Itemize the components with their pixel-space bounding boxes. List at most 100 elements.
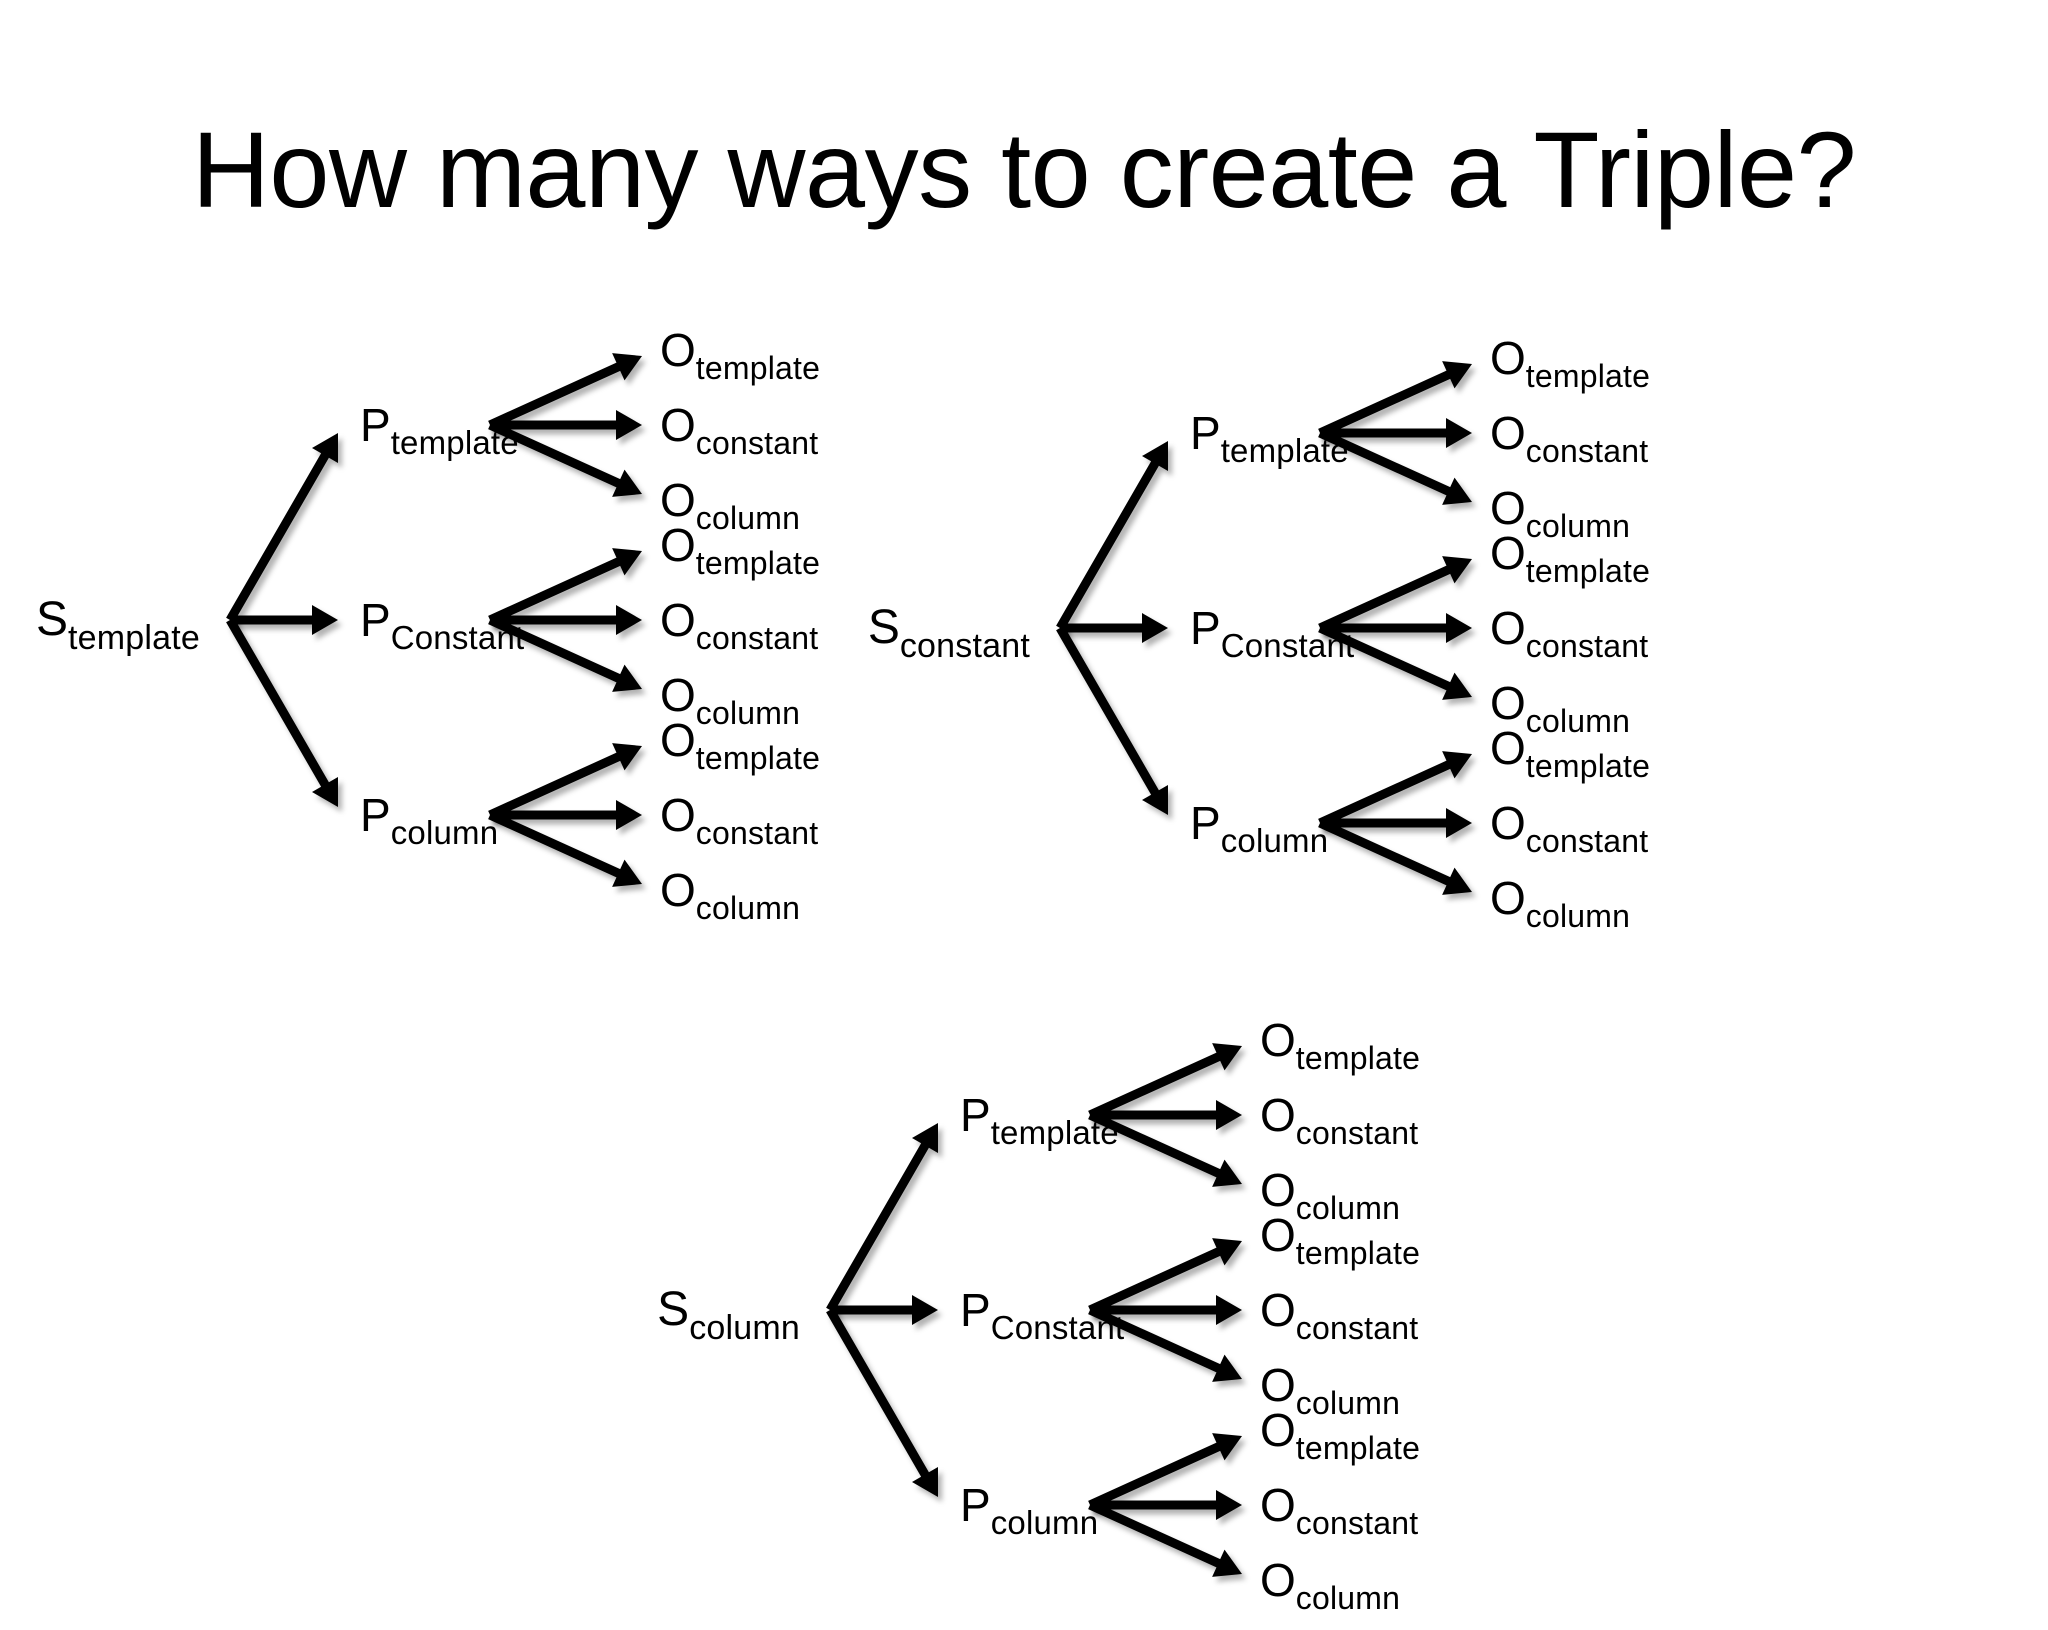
arrow-predicate-to-object-s-column-1-1-body [1090, 1295, 1242, 1325]
node-object-s-constant-0-0-subscript: template [1525, 358, 1651, 394]
slide-canvas: How many ways to create a Triple? Stempl… [35, 115, 1857, 1614]
arrow-predicate-to-object-s-column-2-1-body [1090, 1490, 1242, 1520]
arrow-predicate-to-object-s-template-2-2-body [488, 810, 642, 887]
node-object-s-template-1-1-base: O [660, 594, 696, 646]
arrow-predicate-to-object-s-template-1-2-body [488, 615, 642, 692]
node-object-s-constant-1-1-base: O [1490, 602, 1526, 654]
arrow-predicate-to-object-s-template-2-1-shadow [494, 805, 646, 835]
arrow-predicate-to-object-s-template-1-1-body [490, 605, 642, 635]
arrow-predicate-to-object-s-constant-1-0-shadow [1322, 561, 1476, 638]
node-predicate-s-template-0-base: P [360, 399, 391, 451]
node-object-s-column-2-0-base: O [1260, 1404, 1296, 1456]
node-object-s-template-1-2-subscript: column [695, 695, 801, 731]
arrow-subject-to-predicate-s-column-2-body [826, 1307, 938, 1497]
arrow-predicate-to-object-s-constant-1-0 [1318, 556, 1476, 638]
node-object-s-template-0-2-base: O [660, 474, 696, 526]
node-object-s-template-0-0: Otemplate [660, 327, 820, 384]
arrow-predicate-to-object-s-template-1-0 [488, 548, 646, 630]
node-object-s-template-2-0-subscript: template [695, 740, 821, 776]
node-object-s-template-2-0-base: O [660, 714, 696, 766]
node-object-s-column-1-2: Ocolumn [1260, 1362, 1400, 1419]
arrow-subject-to-predicate-s-column-0-body [826, 1123, 938, 1313]
node-predicate-s-column-2: Pcolumn [960, 1482, 1098, 1539]
node-object-s-constant-2-0: Otemplate [1490, 722, 1650, 782]
node-object-s-column-2-2-subscript: column [1295, 1580, 1401, 1616]
node-object-s-column-0-0: Otemplate [1260, 1014, 1420, 1074]
arrow-predicate-to-object-s-column-0-0-shadow [1092, 1048, 1246, 1125]
node-object-s-template-0-1-subscript: constant [695, 425, 819, 461]
node-object-s-constant-1-2-subscript: column [1525, 703, 1631, 739]
node-object-s-constant-0-0-base: O [1490, 332, 1526, 384]
node-object-s-column-0-0-base: O [1260, 1014, 1296, 1066]
arrow-predicate-to-object-s-template-2-0-body [488, 743, 642, 820]
node-predicate-s-template-0-subscript: template [390, 424, 519, 461]
arrow-predicate-to-object-s-template-2-2 [488, 810, 646, 892]
arrow-predicate-to-object-s-constant-0-2 [1318, 428, 1476, 510]
node-object-s-constant-2-2-base: O [1490, 872, 1526, 924]
arrow-predicate-to-object-s-constant-1-2-body [1318, 623, 1472, 700]
node-predicate-s-column-1: PConstant [960, 1287, 1124, 1344]
node-subject-s-column-base: S [657, 1283, 690, 1336]
arrow-subject-to-predicate-s-constant-0 [1056, 441, 1172, 636]
node-object-s-constant-1-2-base: O [1490, 677, 1526, 729]
node-predicate-s-template-2: Pcolumn [360, 789, 498, 849]
arrow-predicate-to-object-s-template-2-1 [490, 800, 646, 835]
node-object-s-column-2-0: Otemplate [1260, 1404, 1420, 1464]
arrow-predicate-to-object-s-template-1-2 [488, 615, 646, 697]
arrow-predicate-to-object-s-template-1-0-body [488, 548, 642, 625]
arrow-predicate-to-object-s-constant-0-1-body [1320, 418, 1472, 448]
node-object-s-constant-2-0-base: O [1490, 722, 1526, 774]
arrow-predicate-to-object-s-column-2-0-body [1088, 1433, 1242, 1510]
node-object-s-constant-1-0-base: O [1490, 527, 1526, 579]
node-object-s-constant-1-2: Ocolumn [1490, 677, 1630, 737]
node-object-s-constant-0-2-base: O [1490, 482, 1526, 534]
arrow-predicate-to-object-s-template-1-0-shadow [492, 553, 646, 630]
node-object-s-column-0-2-subscript: column [1295, 1190, 1401, 1226]
node-object-s-column-2-0-subscript: template [1295, 1430, 1421, 1466]
node-object-s-column-2-1-subscript: constant [1295, 1505, 1419, 1541]
node-subject-s-template-subscript: template [67, 619, 200, 657]
node-object-s-template-1-0: Otemplate [660, 519, 820, 579]
arrow-subject-to-predicate-s-column-2 [826, 1307, 942, 1502]
arrow-subject-to-predicate-s-column-1-body [830, 1295, 938, 1325]
node-object-s-column-1-1-base: O [1260, 1284, 1296, 1336]
arrow-predicate-to-object-s-constant-2-0-body [1318, 751, 1472, 828]
node-predicate-s-constant-0-base: P [1190, 407, 1221, 459]
arrow-subject-to-predicate-s-template-0 [226, 433, 342, 628]
node-object-s-template-1-0-base: O [660, 519, 696, 571]
node-predicate-s-column-2-subscript: column [990, 1504, 1099, 1541]
node-object-s-template-2-0: Otemplate [660, 714, 820, 774]
node-object-s-column-0-2-base: O [1260, 1164, 1296, 1216]
arrow-predicate-to-object-s-constant-1-1-body [1320, 613, 1472, 643]
arrow-predicate-to-object-s-constant-1-1-shadow [1324, 618, 1476, 648]
node-object-s-column-0-1: Oconstant [1260, 1092, 1418, 1149]
node-predicate-s-constant-2: Pcolumn [1190, 797, 1328, 857]
arrow-predicate-to-object-s-template-0-0 [488, 353, 646, 435]
node-object-s-column-2-2-base: O [1260, 1554, 1296, 1606]
arrow-predicate-to-object-s-column-2-0 [1088, 1433, 1246, 1515]
arrow-predicate-to-object-s-column-1-0-body [1088, 1238, 1242, 1315]
node-predicate-s-constant-2-base: P [1190, 797, 1221, 849]
node-object-s-column-1-2-subscript: column [1295, 1385, 1401, 1421]
arrow-predicate-to-object-s-constant-0-2-body [1318, 428, 1472, 505]
arrow-predicate-to-object-s-column-0-0-body [1088, 1043, 1242, 1120]
node-object-s-column-0-0-subscript: template [1295, 1040, 1421, 1076]
node-subject-s-constant-base: S [867, 601, 900, 654]
node-predicate-s-template-2-base: P [360, 789, 391, 841]
node-object-s-constant-0-1-base: O [1490, 407, 1526, 459]
arrow-predicate-to-object-s-template-1-1-shadow [494, 610, 646, 640]
arrow-predicate-to-object-s-template-2-1-body [490, 800, 642, 830]
arrow-subject-to-predicate-s-column-0 [826, 1123, 942, 1318]
arrow-predicate-to-object-s-constant-0-0-body [1318, 361, 1472, 438]
arrow-predicate-to-object-s-constant-0-1 [1320, 418, 1476, 453]
arrow-subject-to-predicate-s-constant-0-body [1056, 441, 1168, 631]
node-predicate-s-constant-1-subscript: Constant [1220, 627, 1355, 664]
arrow-predicate-to-object-s-column-0-1-shadow [1094, 1105, 1246, 1135]
tree-arrows-s-constant [1056, 361, 1476, 900]
node-object-s-template-0-2: Ocolumn [660, 474, 800, 534]
node-object-s-template-0-1-base: O [660, 399, 696, 451]
node-object-s-constant-2-0-subscript: template [1525, 748, 1651, 784]
node-object-s-constant-1-1-subscript: constant [1525, 628, 1649, 664]
